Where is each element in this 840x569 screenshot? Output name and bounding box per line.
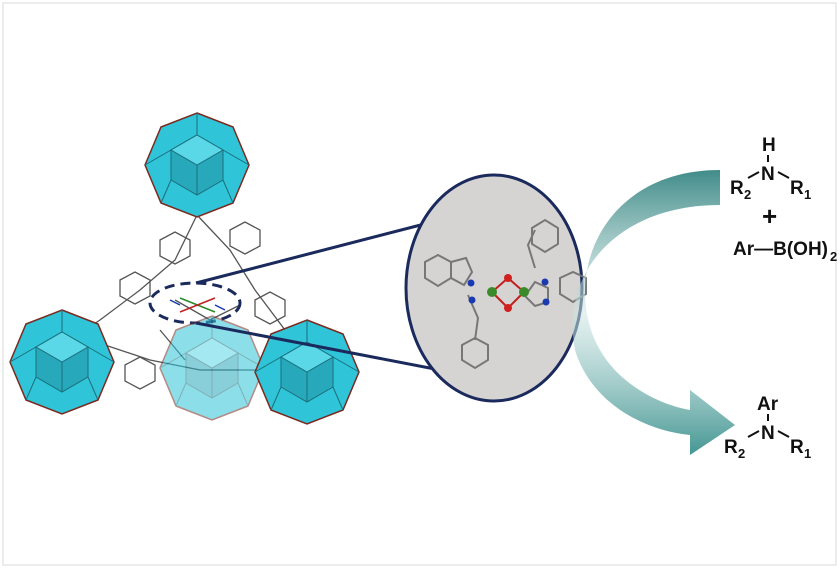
svg-text:2: 2: [830, 249, 837, 264]
svg-text:2: 2: [744, 187, 751, 202]
nitrogen-label: N: [761, 423, 775, 444]
copper-paddlewheel: [169, 297, 226, 313]
hydrogen-label: H: [762, 135, 776, 156]
zoom-line-bottom: [195, 321, 441, 372]
active-site-zoom: [404, 173, 587, 403]
aryl-label: Ar: [757, 394, 779, 415]
reactant-amine: H N R 2 R 1: [730, 135, 811, 202]
reaction-arrow: [572, 170, 735, 455]
zoom-line-top: [195, 218, 441, 285]
svg-text:1: 1: [804, 446, 811, 461]
boronic-acid: Ar—B(OH) 2: [733, 239, 837, 264]
nitrogen-label: N: [761, 164, 775, 185]
svg-text:2: 2: [738, 446, 745, 461]
r2-label: R: [730, 178, 744, 199]
svg-text:1: 1: [804, 187, 811, 202]
r2-label: R: [724, 437, 738, 458]
r1-label: R: [790, 178, 804, 199]
zr-cluster-polyhedron-left: [9, 309, 115, 415]
boronic-acid-label: Ar—B(OH): [733, 239, 828, 260]
plus-sign: +: [762, 201, 777, 231]
mof-framework: [9, 112, 360, 425]
zr-cluster-polyhedron-top: [144, 112, 250, 218]
zr-cluster-polyhedron-right: [254, 319, 360, 425]
r1-label: R: [790, 437, 804, 458]
product-amine: Ar N R 2 R 1: [724, 394, 811, 461]
